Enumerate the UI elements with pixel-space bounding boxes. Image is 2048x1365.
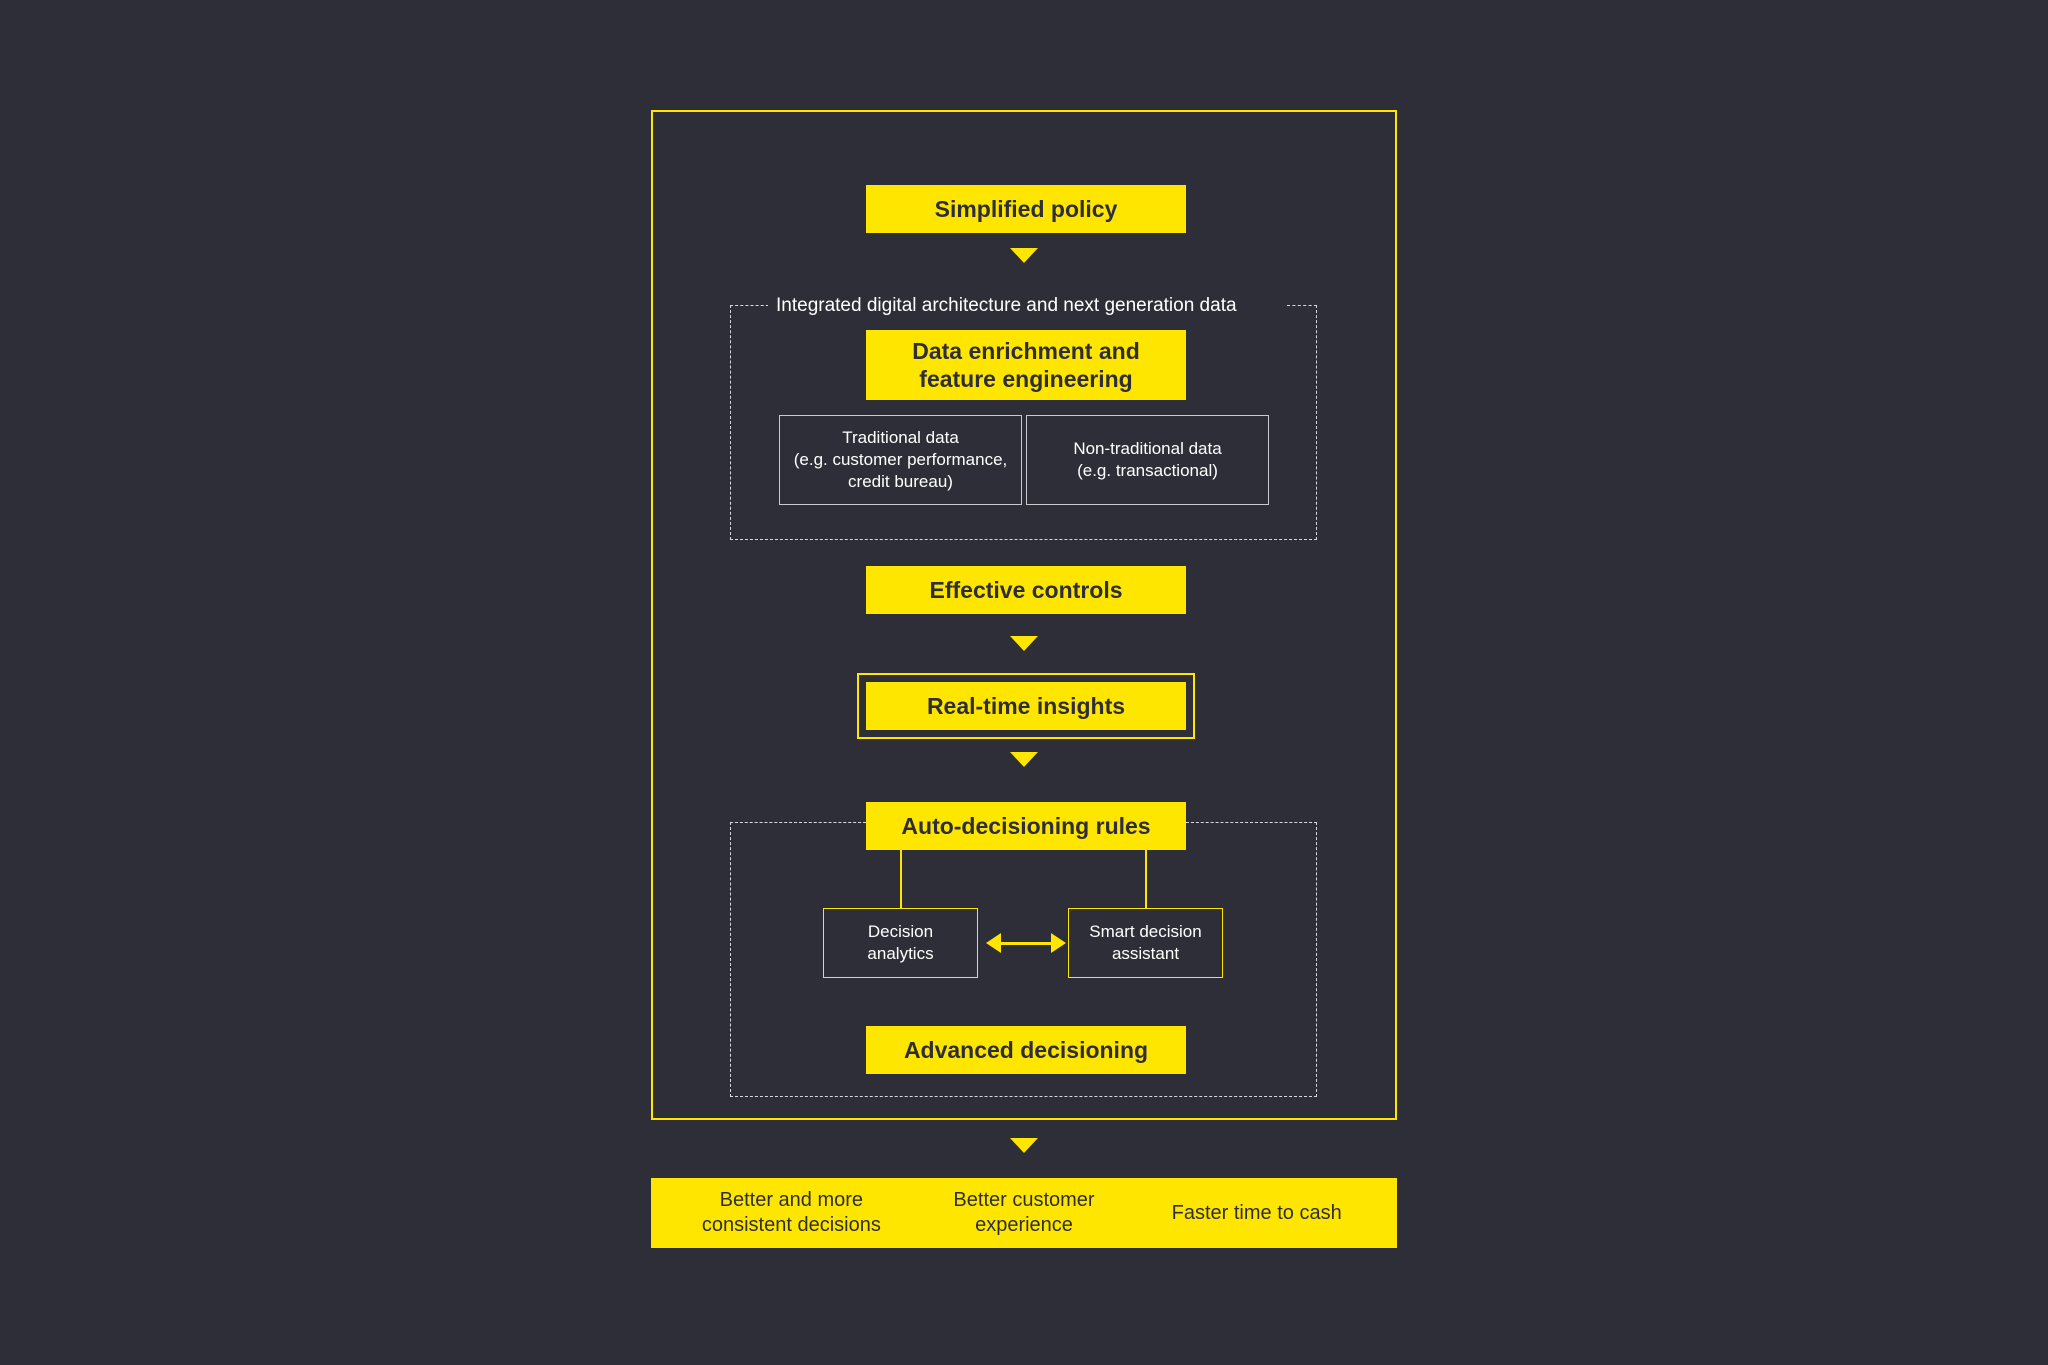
group-advanced-decisioning-top-right-edge: [1186, 822, 1317, 823]
arrow-head-left-icon: [986, 933, 1001, 953]
box-non-traditional-data[interactable]: Non-traditional data (e.g. transactional…: [1026, 415, 1269, 505]
block-data-enrichment-label-line1: Data enrichment and: [912, 337, 1140, 364]
group-integrated-architecture-top-right-edge: [1287, 305, 1317, 306]
block-advanced-decisioning[interactable]: Advanced decisioning: [866, 1026, 1186, 1074]
block-advanced-decisioning-label: Advanced decisioning: [903, 1036, 1149, 1063]
group-integrated-architecture: [730, 305, 1317, 540]
block-auto-decisioning-rules-label: Auto-decisioning rules: [901, 812, 1151, 839]
arrow-shaft: [1000, 942, 1052, 945]
highlight-ring-real-time-insights: [857, 673, 1195, 739]
node-smart-decision-assistant-line2: assistant: [1111, 944, 1180, 963]
outcomes-bar: Better and more consistent decisions Bet…: [651, 1178, 1397, 1248]
outcome-line1: Better customer: [953, 1189, 1095, 1211]
arrow-insights-to-rules-icon: [1010, 752, 1038, 767]
arrow-frame-to-outcomes-icon: [1010, 1138, 1038, 1153]
process-frame: [651, 110, 1397, 1120]
block-real-time-insights[interactable]: Real-time insights: [866, 682, 1186, 730]
block-data-enrichment[interactable]: Data enrichment and feature engineering: [866, 330, 1186, 400]
block-effective-controls-label: Effective controls: [929, 576, 1123, 603]
node-smart-decision-assistant[interactable]: Smart decision assistant: [1068, 908, 1223, 978]
box-traditional-data[interactable]: Traditional data (e.g. customer performa…: [779, 415, 1022, 505]
block-auto-decisioning-rules[interactable]: Auto-decisioning rules: [866, 802, 1186, 850]
group-advanced-decisioning: [730, 822, 1317, 1097]
block-real-time-insights-label: Real-time insights: [926, 692, 1126, 719]
group-advanced-decisioning-top-left-edge: [730, 822, 866, 823]
block-data-enrichment-label-line2: feature engineering: [919, 366, 1133, 392]
node-decision-analytics[interactable]: Decision analytics: [823, 908, 978, 978]
outcome-line1: Better and more: [719, 1189, 864, 1211]
box-non-traditional-data-line1: Non-traditional data: [1073, 438, 1222, 458]
arrow-head-right-icon: [1051, 933, 1066, 953]
box-traditional-data-line3: credit bureau): [848, 472, 953, 492]
arrow-controls-to-insights-icon: [1010, 636, 1038, 651]
box-non-traditional-data-line2: (e.g. transactional): [1077, 461, 1218, 480]
outcome-line1: Faster time to cash: [1171, 1201, 1342, 1224]
outcome-line2: experience: [975, 1214, 1073, 1236]
outcome-item[interactable]: Better customer experience: [908, 1188, 1141, 1238]
outcome-line2: consistent decisions: [701, 1214, 881, 1236]
arrow-policy-to-data-icon: [1010, 248, 1038, 263]
connector-rules-to-decision-analytics: [900, 850, 902, 910]
node-smart-decision-assistant-line1: Smart decision: [1089, 921, 1202, 941]
node-decision-analytics-line2: analytics: [867, 944, 934, 963]
block-simplified-policy-label: Simplified policy: [934, 195, 1118, 222]
connector-rules-to-smart-assistant: [1145, 850, 1147, 910]
box-traditional-data-line2: (e.g. customer performance,: [793, 449, 1008, 469]
block-effective-controls[interactable]: Effective controls: [866, 566, 1186, 614]
outcome-item[interactable]: Faster time to cash: [1140, 1201, 1373, 1226]
group-integrated-architecture-caption: Integrated digital architecture and next…: [768, 296, 1245, 315]
double-arrow-between-decision-nodes-icon: [986, 933, 1066, 953]
box-traditional-data-line1: Traditional data: [842, 427, 959, 447]
block-simplified-policy[interactable]: Simplified policy: [866, 185, 1186, 233]
outcome-item[interactable]: Better and more consistent decisions: [675, 1188, 908, 1238]
node-decision-analytics-line1: Decision: [867, 921, 934, 941]
group-integrated-architecture-top-left-edge: [730, 305, 774, 306]
